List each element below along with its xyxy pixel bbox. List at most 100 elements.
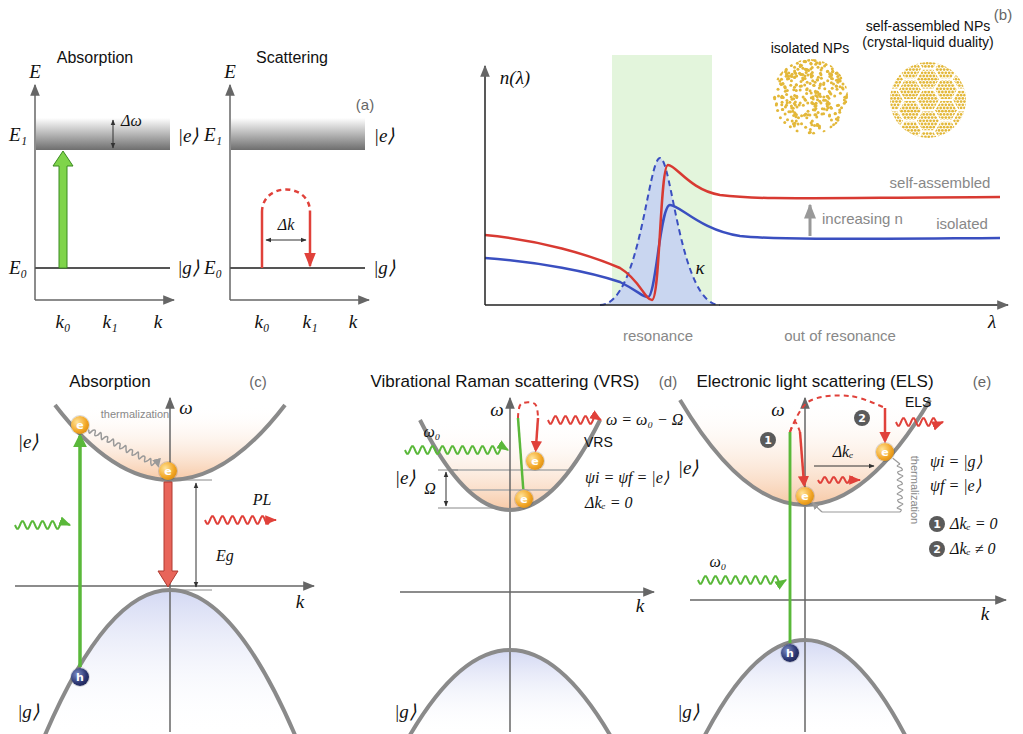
nanoparticle — [826, 70, 829, 73]
domain-boundary — [1006, 142, 1023, 163]
nanoparticle — [813, 84, 816, 87]
nanoparticle — [934, 116, 937, 119]
nanoparticle — [946, 75, 949, 78]
nanoparticle — [816, 123, 819, 126]
nanoparticle — [783, 85, 786, 88]
nanoparticle — [955, 78, 958, 81]
nanoparticle — [822, 112, 825, 115]
nanoparticle — [793, 102, 796, 105]
nanoparticle — [897, 135, 900, 138]
nanoparticle — [929, 132, 932, 135]
connector-segment — [89, 430, 158, 466]
nanoparticle — [905, 87, 908, 90]
nanoparticle — [904, 71, 907, 74]
nanoparticle — [910, 91, 913, 94]
domain-boundary — [880, 131, 904, 152]
nanoparticle — [789, 84, 792, 87]
nanoparticle — [965, 71, 968, 74]
nanoparticle — [799, 64, 802, 67]
nanoparticle — [931, 65, 934, 68]
region-label: resonance — [623, 327, 693, 344]
domain-boundary — [826, 142, 850, 163]
nanoparticle — [804, 113, 807, 116]
nanoparticle — [967, 100, 970, 103]
nanoparticle — [926, 75, 929, 78]
nanoparticle — [799, 89, 802, 92]
nanoparticle — [827, 106, 830, 109]
nanoparticle — [780, 95, 783, 98]
nanoparticle — [924, 135, 927, 138]
nanoparticle — [958, 103, 961, 106]
tick-label: k₁ — [102, 311, 117, 333]
omega-axis — [804, 398, 806, 732]
nanoparticle — [961, 71, 964, 74]
nanoparticle — [939, 81, 942, 84]
nanoparticle — [916, 107, 919, 110]
nanoparticle — [926, 62, 929, 65]
nanoparticle — [946, 62, 949, 65]
nanoparticle — [839, 92, 842, 95]
nanoparticle — [892, 81, 895, 84]
nanoparticle — [907, 103, 910, 106]
nanoparticle — [941, 103, 944, 106]
nanoparticle — [843, 99, 846, 102]
nanoparticle — [956, 62, 959, 65]
nanoparticle — [818, 86, 821, 89]
nanoparticle — [941, 84, 944, 87]
nanoparticle — [950, 87, 953, 90]
domain-boundary — [862, 142, 886, 163]
nanoparticle — [776, 77, 779, 80]
nanoparticle — [934, 123, 937, 126]
nanoparticle — [775, 104, 778, 107]
scatter-down — [309, 212, 312, 266]
axis-label: k — [981, 603, 989, 625]
nanoparticle — [909, 126, 912, 129]
nanoparticle — [838, 73, 841, 76]
state-label: |g⟩ — [394, 701, 416, 723]
momentum-label: Δk — [278, 216, 295, 234]
nanoparticle — [797, 122, 800, 125]
nanoparticle — [810, 123, 813, 126]
nanoparticle — [786, 77, 789, 80]
nanoparticle — [800, 122, 803, 125]
nanoparticle — [819, 72, 822, 75]
callout-number: 1 — [929, 516, 945, 532]
nanoparticle — [828, 72, 831, 75]
domain-boundary — [1006, 38, 1023, 59]
nanoparticle — [892, 62, 895, 65]
connector-segment — [536, 418, 538, 450]
nanoparticle — [944, 129, 947, 132]
nanoparticle — [899, 132, 902, 135]
nanoparticle — [910, 84, 913, 87]
nanoparticle — [950, 75, 953, 78]
nanoparticle — [818, 93, 821, 96]
nanoparticle — [836, 88, 839, 91]
nanoparticle — [799, 64, 802, 67]
nanoparticle — [900, 110, 903, 113]
curve-label: isolated — [936, 215, 988, 232]
linewidth-arrow — [113, 120, 114, 148]
nanoparticle — [789, 125, 792, 128]
domain-boundary — [988, 90, 1012, 111]
nanoparticle — [926, 107, 929, 110]
nanoparticle — [897, 78, 900, 81]
nanoparticle — [927, 84, 930, 87]
nanoparticle — [938, 91, 941, 94]
nanoparticle — [967, 126, 970, 129]
domain-boundary — [1006, 100, 1023, 121]
nanoparticle — [907, 123, 910, 126]
nanoparticle — [803, 74, 806, 77]
nanoparticle — [798, 104, 801, 107]
nanoparticle — [887, 129, 890, 132]
nanoparticle — [816, 123, 819, 126]
state-label: |e⟩ — [678, 457, 699, 479]
nanoparticle — [944, 123, 947, 126]
nanoparticle — [965, 129, 968, 132]
nanoparticle — [946, 113, 949, 116]
nanoparticle — [938, 71, 941, 74]
nanoparticle — [916, 87, 919, 90]
nanoparticle — [939, 87, 942, 90]
nanoparticle — [958, 84, 961, 87]
nanoparticle — [955, 65, 958, 68]
nanoparticle — [927, 65, 930, 68]
